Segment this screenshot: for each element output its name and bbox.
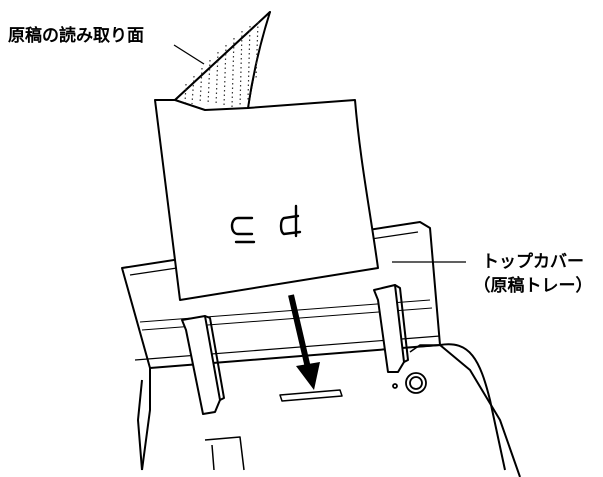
document-marking: [230, 204, 302, 244]
power-button: [392, 372, 427, 394]
paper-guide-right: [373, 284, 409, 373]
label-top-cover: トップカバー （原稿トレー）: [466, 250, 600, 298]
document-face-fold: [174, 11, 271, 111]
insert-direction-arrow: [288, 294, 320, 390]
read-face-hatching: [184, 21, 259, 108]
paper-guide-left: [181, 315, 225, 415]
label-top-cover-line2: （原稿トレー）: [473, 276, 593, 296]
document-sheet: [154, 11, 379, 301]
leader-document-face: [173, 44, 205, 65]
label-top-cover-line1: トップカバー: [482, 252, 584, 272]
leader-lines: [173, 44, 466, 263]
label-document-read-face: 原稿の読み取り面: [8, 26, 144, 46]
